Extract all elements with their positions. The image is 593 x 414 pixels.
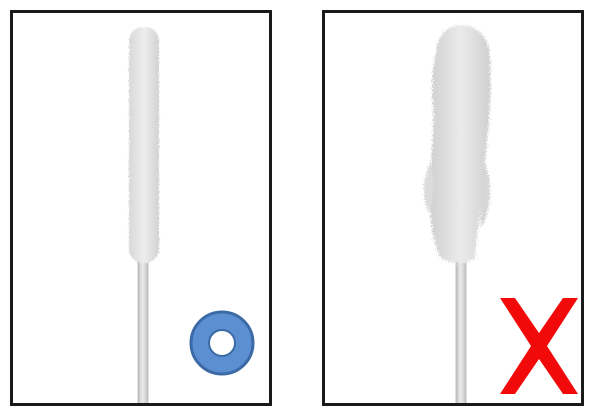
- swab-stick: [456, 251, 466, 403]
- swab-stick: [138, 251, 148, 403]
- correct-swab-illustration: [13, 13, 269, 403]
- incorrect-swab-illustration: [325, 13, 581, 403]
- correct-swab-panel: [10, 10, 272, 406]
- cross-icon: [500, 298, 578, 394]
- swab-tip: [424, 25, 491, 263]
- swab-tip: [129, 27, 159, 263]
- circle-icon: [191, 312, 253, 374]
- incorrect-swab-panel: [322, 10, 584, 406]
